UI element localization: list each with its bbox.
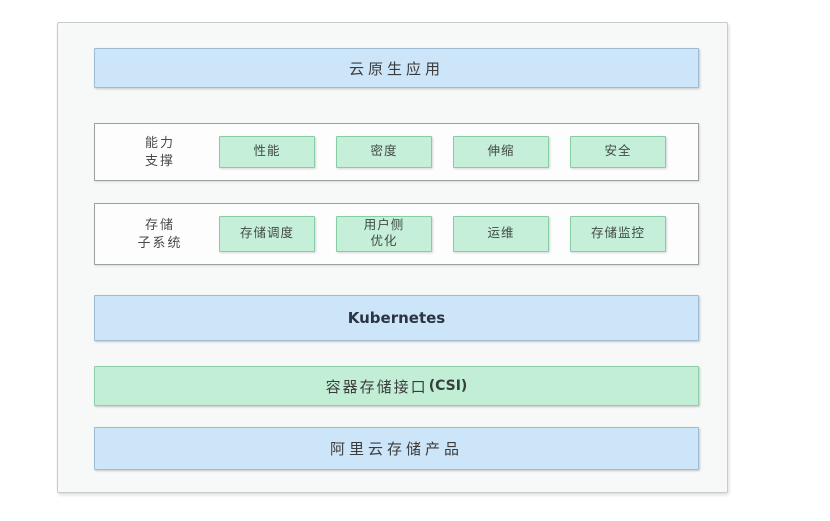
kubernetes-bar: Kubernetes xyxy=(94,295,699,341)
storage-chip-operations-label: 运维 xyxy=(487,226,515,241)
csi-label-zh: 容器存储接口 xyxy=(325,379,428,396)
storage-chip-scheduling: 存储调度 xyxy=(219,216,315,252)
capability-chip-scaling-label: 伸缩 xyxy=(487,144,515,159)
diagram-outer-frame: 云原生应用 能力 支撑 性能 密度 伸缩 安全 xyxy=(57,22,728,493)
capability-support-label: 能力 支撑 xyxy=(117,134,203,169)
capability-chip-security: 安全 xyxy=(570,136,666,168)
capability-chip-density-label: 密度 xyxy=(370,144,398,159)
capability-chips: 性能 密度 伸缩 安全 xyxy=(219,136,666,168)
storage-subsystem-label-line1: 存储 xyxy=(144,217,175,233)
csi-bar: 容器存储接口 (CSI) xyxy=(94,366,699,406)
cloud-native-app-label: 云原生应用 xyxy=(348,61,444,78)
storage-chip-user-side-optimization: 用户侧 优化 xyxy=(336,216,432,252)
storage-chips: 存储调度 用户侧 优化 运维 存储监控 xyxy=(219,216,666,252)
csi-label-en: (CSI) xyxy=(428,378,468,394)
alibaba-storage-products-label: 阿里云存储产品 xyxy=(329,442,463,458)
storage-chip-user-side-optimization-line2: 优化 xyxy=(370,234,398,248)
storage-chip-monitoring-label: 存储监控 xyxy=(590,226,645,241)
storage-subsystem-row: 存储 子系统 存储调度 用户侧 优化 运维 存储监控 xyxy=(94,203,699,265)
capability-chip-security-label: 安全 xyxy=(604,144,632,159)
capability-chip-performance: 性能 xyxy=(219,136,315,168)
capability-chip-performance-label: 性能 xyxy=(253,144,281,159)
storage-subsystem-label-line2: 子系统 xyxy=(137,235,183,250)
storage-chip-operations: 运维 xyxy=(453,216,549,252)
capability-support-row: 能力 支撑 性能 密度 伸缩 安全 xyxy=(94,123,699,181)
storage-chip-monitoring: 存储监控 xyxy=(570,216,666,252)
cloud-native-app-bar: 云原生应用 xyxy=(94,48,699,88)
storage-chip-user-side-optimization-line1: 用户侧 xyxy=(363,218,405,233)
storage-chip-scheduling-label: 存储调度 xyxy=(239,226,294,241)
capability-support-label-line1: 能力 xyxy=(144,135,175,151)
capability-chip-density: 密度 xyxy=(336,136,432,168)
alibaba-storage-products-bar: 阿里云存储产品 xyxy=(94,427,699,470)
capability-support-label-line2: 支撑 xyxy=(144,153,175,168)
storage-subsystem-label: 存储 子系统 xyxy=(117,216,203,251)
kubernetes-label: Kubernetes xyxy=(347,309,446,327)
capability-chip-scaling: 伸缩 xyxy=(453,136,549,168)
